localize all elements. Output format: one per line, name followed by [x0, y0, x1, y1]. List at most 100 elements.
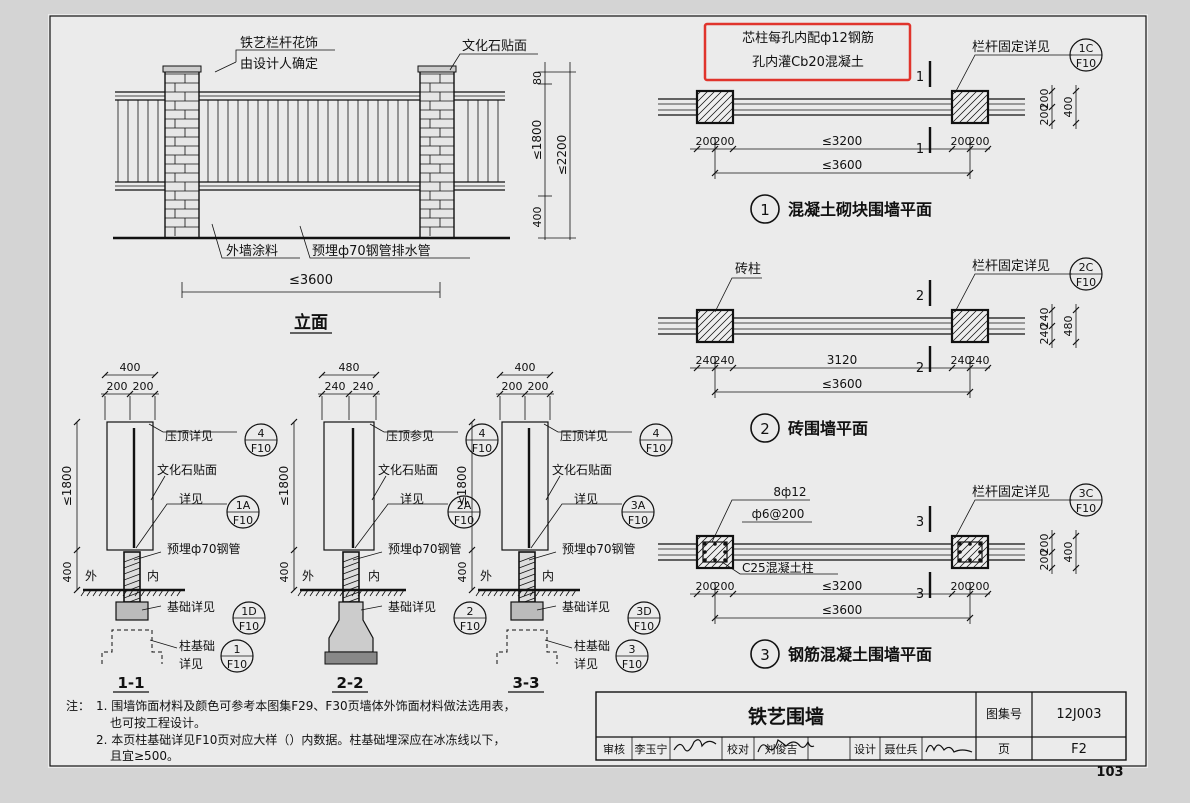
section-2-2-dim-1: 240 — [325, 380, 346, 393]
designer-signature — [925, 744, 973, 753]
section-3-3-outside: 外 — [480, 569, 492, 583]
elevation-view: 铁艺栏杆花饰 由设计人确定 文化石贴面 外墙涂料 预埋ф70钢管排水管 80 ≤… — [113, 35, 576, 334]
plan1-dim-span: ≤3200 — [822, 134, 863, 148]
plan1-cut-top: 1 — [916, 70, 924, 85]
section-1-1-footing-bubble-page: F10 — [227, 658, 247, 671]
plan2-cut-bottom: 2 — [916, 361, 924, 376]
note-2-cont: 且宜≥500。 — [110, 748, 179, 763]
plan1-dim-left-2: 200 — [714, 135, 735, 148]
section-1-1-cap-label: 压顶详见 — [165, 428, 213, 443]
section-3-3-footing-bubble-page: F10 — [622, 658, 642, 671]
elevation-title: 立面 — [294, 312, 328, 333]
section-3-3-cap-label: 压顶详见 — [560, 428, 608, 443]
section-3-3-footing-label: 柱基础 — [574, 638, 610, 653]
section-3-3-footing-label2: 详见 — [574, 656, 598, 671]
note-2: 2. 本页柱基础详见F10页对应大样（）内数据。柱基础埋深应在冰冻线以下， — [96, 732, 505, 747]
page-code: F2 — [1071, 742, 1087, 757]
checker-signature — [757, 739, 815, 753]
concrete-column-label: C25混凝土柱 — [742, 560, 814, 575]
section-1-1-detail-bubble-id: 1A — [236, 499, 251, 512]
plan3-cut-top: 3 — [916, 515, 924, 530]
plan2-column-right — [950, 308, 990, 344]
plan1-title: 混凝土砌块围墙平面 — [788, 200, 932, 219]
section-1-1-inside: 内 — [147, 569, 159, 583]
plan2-detail-bubble-id: 2C — [1079, 261, 1094, 274]
plan3-side-dim-total: 400 — [1062, 542, 1075, 563]
railing-note-line1: 铁艺栏杆花饰 — [240, 35, 318, 51]
section-1-1-cap-bubble-id: 4 — [258, 427, 265, 440]
atlas-label: 图集号 — [986, 706, 1022, 721]
section-3-3-pipe-label: 预埋ф70钢管 — [562, 541, 636, 556]
design-label: 设计 — [854, 743, 876, 756]
railing-bars — [117, 100, 499, 182]
notes: 注： 1. 围墙饰面材料及颜色可参考本图集F29、F30页墙体外饰面材料做法选用… — [66, 698, 516, 763]
plan2-dim-right-2: 240 — [969, 354, 990, 367]
stone-pattern — [165, 73, 454, 236]
section-1-1-detail-bubble-page: F10 — [233, 514, 253, 527]
section-1-1-dim-total: 400 — [120, 361, 141, 374]
plan2-detail-bubble-page: F10 — [1076, 276, 1096, 289]
section-1-1-dim-2: 200 — [133, 380, 154, 393]
callout-highlight — [703, 22, 912, 82]
page-number: 103 — [1096, 765, 1123, 780]
section-3-3-dim-1: 200 — [502, 380, 523, 393]
section-2-2-detail-bubble-id: 2A — [457, 499, 472, 512]
plan1-side-dim-total: 400 — [1062, 97, 1075, 118]
plan2-column-left — [695, 308, 735, 344]
plan3-number: 3 — [760, 646, 770, 664]
section-2-2-cap-label: 压顶参见 — [386, 428, 434, 443]
section-3-3-cap-bubble-page: F10 — [646, 442, 666, 455]
plan3-title: 钢筋混凝土围墙平面 — [788, 645, 932, 664]
section-3-3-detail-bubble-page: F10 — [628, 514, 648, 527]
plan1-side-dim-1: 200 — [1038, 89, 1051, 110]
dim-mid: ≤1800 — [530, 120, 544, 161]
section-3-3-dim-total: 400 — [515, 361, 536, 374]
section-2-2-dim-total: 480 — [339, 361, 360, 374]
plan2-dim-span: 3120 — [827, 353, 858, 367]
dim-total-height: ≤2200 — [555, 135, 569, 176]
note-1-cont: 也可按工程设计。 — [110, 715, 206, 730]
plan1-dim-right-1: 200 — [951, 135, 972, 148]
plan1-column-right — [950, 89, 990, 125]
reviewer-signature — [673, 739, 717, 752]
section-1-1-dim-1: 200 — [107, 380, 128, 393]
plan2-dim-left-1: 240 — [696, 354, 717, 367]
plan1-dim-total: ≤3600 — [822, 158, 863, 172]
stone-facing-note: 文化石贴面 — [462, 39, 527, 54]
note-1: 1. 围墙饰面材料及颜色可参考本图集F29、F30页墙体外饰面材料做法选用表， — [96, 698, 516, 713]
plan2-dim-left-2: 240 — [714, 354, 735, 367]
pier-cap-left — [162, 65, 202, 73]
plan2-side-dim-2: 240 — [1038, 324, 1051, 345]
plan2-side-dim-1: 240 — [1038, 308, 1051, 329]
plan1-number: 1 — [760, 201, 770, 219]
plan1-column-left — [695, 89, 735, 125]
section-1-1-footing-label2: 详见 — [179, 656, 203, 671]
section-2-2-stone-label: 文化石贴面 — [378, 462, 438, 477]
check-label: 校对 — [727, 742, 749, 756]
section-3-3-cap-bubble-id: 4 — [653, 427, 660, 440]
plan3-side-dim-2: 200 — [1038, 550, 1051, 571]
section-2-2-outside: 外 — [302, 569, 314, 583]
notes-prefix: 注： — [66, 698, 90, 713]
section-1-1-foundation-bubble-id: 1D — [241, 605, 256, 618]
plan3-detail-bubble-id: 3C — [1079, 487, 1094, 500]
review-label: 审核 — [603, 742, 625, 756]
title-block: 铁艺围墙 图集号 12J003 审核 李玉宁 校对 刘俊吉 设计 聂仕兵 页 F… — [595, 691, 1127, 761]
designer-name: 聂仕兵 — [885, 743, 918, 756]
drawing-title: 铁艺围墙 — [748, 705, 824, 728]
section-2-2-foundation-bubble-id: 2 — [467, 605, 474, 618]
railing-note-line2: 由设计人确定 — [240, 57, 318, 72]
